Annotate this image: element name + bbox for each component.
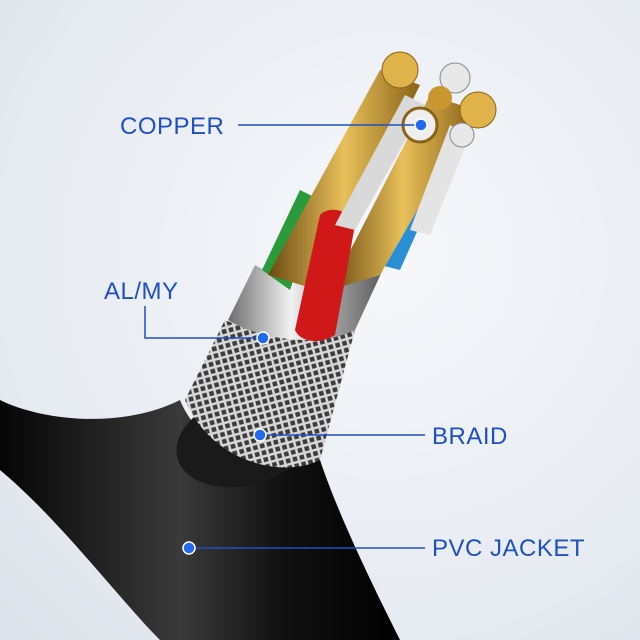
braid-shape (185, 320, 355, 468)
red-insulation (295, 209, 355, 342)
braid-label: BRAID (432, 423, 508, 450)
pvc-jacket-label: PVC JACKET (432, 535, 586, 562)
pvc-jacket-marker-dot (182, 541, 196, 555)
copper-marker-dot (414, 118, 428, 132)
leader-lines (144, 124, 425, 549)
copper-label: COPPER (120, 113, 225, 140)
al-my-marker-dot (256, 331, 270, 345)
braid-marker-dot (253, 428, 267, 442)
al-my-label: AL/MY (104, 278, 179, 305)
copper-conductor (330, 95, 475, 290)
